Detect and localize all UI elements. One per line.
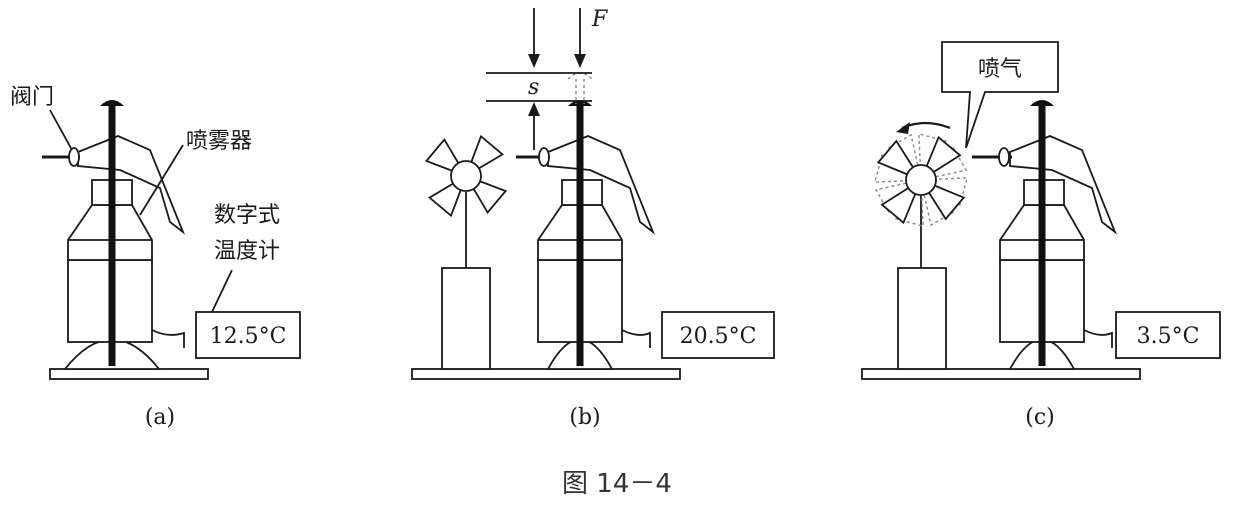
thermometer-display xyxy=(661,311,775,359)
base-plate xyxy=(861,368,1141,380)
spray-label: 喷气 xyxy=(978,57,1022,82)
displacement-label: s xyxy=(528,75,539,100)
sensor-wire xyxy=(621,329,651,348)
sensor-wire xyxy=(151,329,185,348)
valve-label: 阀门 xyxy=(10,85,54,110)
fan-stand xyxy=(897,267,947,370)
fan-stand xyxy=(441,267,491,370)
sprayer-head xyxy=(1009,135,1118,235)
valve xyxy=(538,147,550,167)
valve xyxy=(68,147,80,167)
sprayer-head xyxy=(547,135,656,235)
panel-a: 12.5°C 阀门 喷雾器 数字式 温度计 (a) xyxy=(10,85,301,430)
thermometer-display xyxy=(195,311,301,359)
valve xyxy=(998,147,1010,167)
sensor-wire xyxy=(1083,329,1113,348)
spray-callout xyxy=(941,41,1059,149)
fan-hub xyxy=(450,160,482,192)
panel-c: 喷气 3.5°C (c) xyxy=(861,41,1221,430)
temperature-reading: 20.5°C xyxy=(680,324,757,349)
thermometer-display xyxy=(1115,311,1221,359)
fan xyxy=(424,134,508,218)
figure-caption: 图 14－4 xyxy=(562,469,672,499)
base-plate xyxy=(49,368,209,380)
fan xyxy=(876,135,966,225)
rod-cap xyxy=(1030,100,1054,106)
panel-c-caption: (c) xyxy=(1025,405,1055,430)
thermometer-label-line2: 温度计 xyxy=(214,239,280,264)
base-plate xyxy=(411,368,681,380)
temperature-reading: 12.5°C xyxy=(210,324,287,349)
temperature-reading: 3.5°C xyxy=(1137,324,1200,349)
panel-b: F s 20.5°C (b) xyxy=(411,7,775,430)
thermometer-leader xyxy=(211,269,233,313)
sprayer-head xyxy=(77,135,186,235)
thermometer-label-line1: 数字式 xyxy=(214,203,280,228)
fan-hub xyxy=(905,164,937,196)
sprayer-leader xyxy=(139,144,184,216)
valve-leader xyxy=(49,109,73,151)
panel-b-caption: (b) xyxy=(569,405,600,430)
panel-a-caption: (a) xyxy=(145,405,175,430)
rod-cap xyxy=(100,100,124,106)
rod-original-position xyxy=(567,72,593,104)
sprayer-label: 喷雾器 xyxy=(186,129,252,154)
force-label: F xyxy=(591,7,608,32)
